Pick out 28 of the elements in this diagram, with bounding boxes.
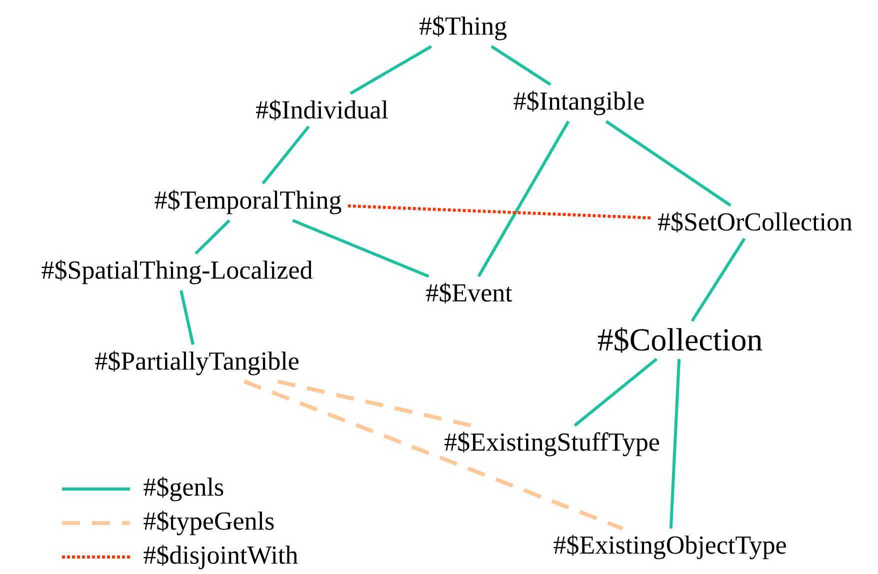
term-label: #$PartiallyTangible: [95, 350, 298, 376]
connector-line: [194, 219, 230, 255]
connector-line: [348, 204, 652, 220]
term-label: #$ExistingStuffType: [444, 432, 660, 456]
legend-label: #$disjointWith: [144, 544, 298, 570]
term-label: #$Event: [426, 282, 512, 304]
term-label: #$Collection: [598, 327, 762, 353]
connector-line: [180, 290, 194, 345]
connector-line: [292, 219, 430, 278]
connector-line: [262, 126, 310, 185]
connector-line: [244, 380, 624, 530]
legend-label: #$genls: [144, 476, 224, 502]
connector-line: [605, 120, 732, 207]
term-label: #$Individual: [256, 100, 388, 120]
connector-line: [477, 120, 570, 278]
term-label: #$SetOrCollection: [658, 212, 852, 232]
connector-line: [574, 358, 658, 427]
term-label: #$TemporalThing: [154, 190, 342, 214]
term-label: #$Thing: [419, 16, 507, 40]
connector-line: [690, 238, 746, 322]
connector-line: [490, 45, 552, 86]
term-label: #$SpatialThing-Localized: [42, 260, 312, 284]
legend-label: #$typeGenls: [144, 510, 274, 536]
connector-line: [350, 45, 432, 95]
connector-line: [277, 379, 472, 428]
term-label: #$ExistingObjectType: [554, 534, 786, 560]
connector-line: [669, 358, 681, 529]
term-label: #$Intangible: [514, 90, 644, 116]
